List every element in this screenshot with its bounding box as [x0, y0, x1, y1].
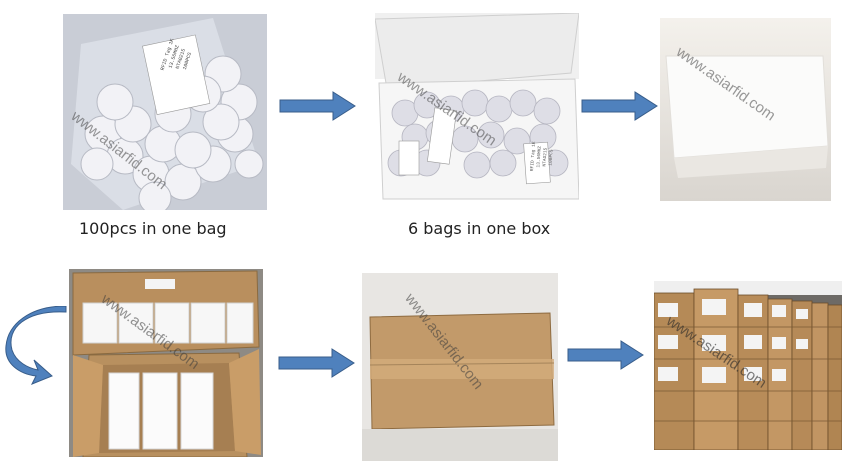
box-illustration — [375, 13, 579, 212]
carton-illustration — [69, 269, 263, 457]
right-arrow-icon — [279, 91, 356, 121]
photo-stacked-cartons: www.asiarfid.com — [654, 281, 842, 450]
right-arrow-icon — [278, 348, 355, 378]
right-arrow-icon — [567, 340, 644, 370]
photo-bag-of-tags: RFID Tag 1K 13.56MHZ NTAG215 100PCS www.… — [63, 14, 267, 210]
sealed-carton-illustration — [362, 273, 558, 461]
bag-illustration — [63, 14, 267, 210]
caption-box: 6 bags in one box — [408, 219, 551, 238]
curved-arrow-icon — [5, 306, 67, 385]
white-box-illustration — [660, 18, 831, 201]
photo-carton-with-boxes: www.asiarfid.com — [69, 269, 263, 457]
warehouse-illustration — [654, 281, 842, 450]
right-arrow-icon — [581, 91, 658, 121]
photo-box-with-bags: RFID Tag 1K 13.56MHZ NTAG215 100PCS www.… — [375, 13, 579, 212]
box-label-sticker: RFID Tag 1K 13.56MHZ NTAG215 100PCS — [529, 126, 557, 188]
photo-sealed-carton: www.asiarfid.com — [362, 273, 558, 461]
caption-bag: 100pcs in one bag — [79, 219, 227, 238]
photo-closed-white-box: www.asiarfid.com — [660, 18, 831, 201]
